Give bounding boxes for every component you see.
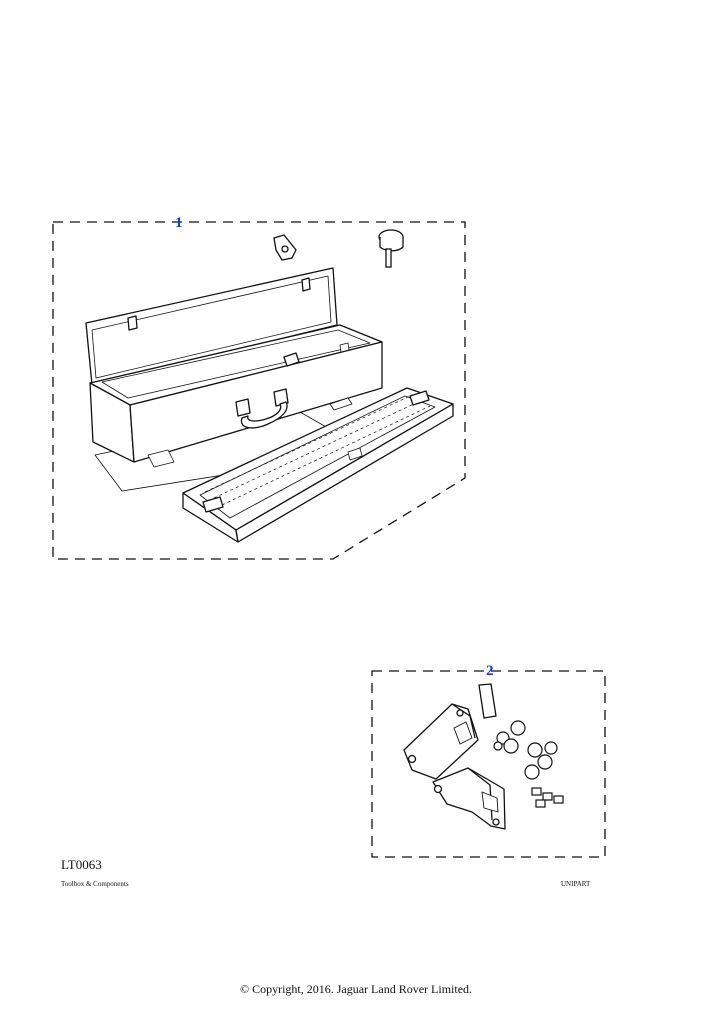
comb-tray	[182, 387, 454, 543]
toolbox-illustration	[85, 267, 383, 492]
copyright-notice: © Copyright, 2016. Jaguar Land Rover Lim…	[239, 982, 473, 996]
callout-1: 1	[175, 215, 183, 231]
knob-screw	[378, 229, 404, 268]
callout-2: 2	[486, 663, 494, 679]
group-2-frame	[371, 670, 606, 858]
group-1-frame	[52, 221, 466, 560]
bracket-clip	[273, 234, 297, 261]
reference-code: LT0063	[61, 857, 102, 872]
caption-right: UNIPART	[561, 880, 591, 888]
mounting-brackets	[403, 683, 506, 830]
caption-left: Toolbox & Components	[61, 880, 129, 888]
fasteners	[493, 720, 564, 808]
